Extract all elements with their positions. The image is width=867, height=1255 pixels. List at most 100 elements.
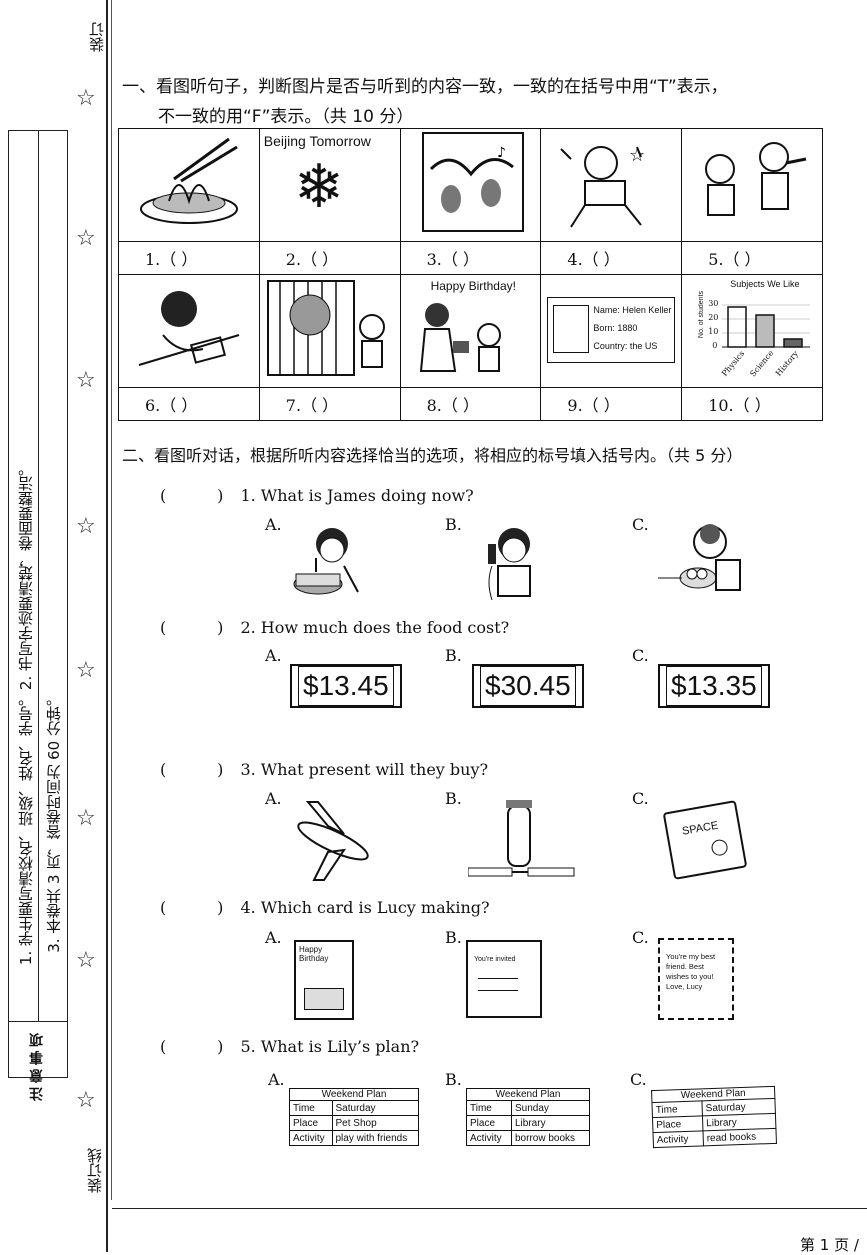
star-icon: ☆ — [76, 658, 96, 683]
picture-two-kids-music — [681, 128, 823, 242]
section1-title-line1: 一、看图听句子，判断图片是否与听到的内容一致，一致的在括号中用“T”表示， — [122, 77, 728, 97]
answer-paren[interactable]: ( ) — [160, 486, 224, 505]
note-2: 2. 书写字迹要清楚，卷面要整洁。 — [17, 461, 35, 691]
option-c-label: C. — [632, 515, 649, 534]
binding-bottom-label: 装订线 — [86, 1148, 104, 1193]
option-a-label: A. — [265, 789, 282, 808]
picture8-caption: Happy Birthday! — [430, 279, 516, 293]
image-space-book: SPACE — [662, 800, 748, 880]
chart-category: Physics — [720, 348, 747, 379]
price-option-b: $30.45 — [472, 664, 584, 708]
plan-value: Saturday — [331, 1100, 419, 1116]
page-number: 第 1 页 / — [800, 1236, 859, 1254]
plan-label: Time — [466, 1100, 512, 1116]
chart-tick: 30 — [708, 299, 719, 308]
picture-bar-chart: Subjects We Like No. of students 30 20 1… — [681, 274, 823, 388]
answer-blank-10[interactable]: 10.（ ） — [681, 387, 823, 421]
plan-value: read books — [702, 1128, 777, 1146]
chart-ylabel: No. of students — [698, 291, 706, 339]
chart-tick: 0 — [712, 341, 718, 350]
star-icon: ☆ — [76, 948, 96, 973]
answer-blank-1[interactable]: 1.（ ） — [118, 241, 260, 275]
answer-paren[interactable]: ( ) — [160, 760, 224, 779]
answer-blank-3[interactable]: 3.（ ） — [399, 241, 542, 275]
chart-category: History — [774, 349, 801, 378]
answer-blank-5[interactable]: 5.（ ） — [681, 241, 823, 275]
option-b-label: B. — [445, 1070, 462, 1089]
card-invitation: You're invited — [466, 940, 542, 1018]
answer-paren[interactable]: ( ) — [160, 898, 224, 917]
option-b-label: B. — [445, 928, 462, 947]
picture-noodles — [118, 128, 260, 242]
question-5: ( ) 5. What is Lily’s plan? — [160, 1037, 419, 1056]
star-icon: ☆ — [76, 86, 96, 111]
option-a-label: A. — [265, 515, 282, 534]
question-text: 4. Which card is Lucy making? — [240, 898, 490, 917]
picture2-caption: Beijing Tomorrow — [263, 133, 371, 149]
star-icon: ☆ — [76, 806, 96, 831]
plan-label: Place — [289, 1115, 333, 1131]
question-3: ( ) 3. What present will they buy? — [160, 760, 488, 779]
binding-top-label: 装订 — [88, 22, 106, 52]
answer-blank-4[interactable]: 4.（ ） — [540, 241, 683, 275]
option-a-label: A. — [265, 928, 282, 947]
plan-label: Activity — [653, 1130, 704, 1148]
plan-value: Library — [511, 1115, 590, 1131]
chart-title: Subjects We Like — [730, 279, 800, 289]
option-c-label: C. — [632, 789, 649, 808]
plan-label: Time — [651, 1100, 703, 1118]
image-space-station — [468, 800, 575, 877]
chart-tick: 10 — [708, 327, 719, 336]
answer-blank-9[interactable]: 9.（ ） — [540, 387, 683, 421]
snowflake-icon: ❄ — [293, 152, 345, 222]
image-boy-phone — [488, 528, 531, 601]
card-c-text: You're my best friend. Best wishes to yo… — [666, 952, 716, 991]
plan-label: Activity — [289, 1130, 333, 1146]
svg-text:♪: ♪ — [497, 145, 506, 161]
answer-blank-6[interactable]: 6.（ ） — [118, 387, 260, 421]
picture-boy-writing — [118, 274, 260, 388]
option-c-label: C. — [632, 646, 649, 665]
question-text: 2. How much does the food cost? — [240, 618, 510, 637]
option-b-label: B. — [445, 515, 462, 534]
star-icon: ☆ — [76, 226, 96, 251]
option-b-label: B. — [445, 646, 462, 665]
plan-value: Pet Shop — [331, 1115, 419, 1131]
plan-header: Weekend Plan — [466, 1088, 590, 1100]
answer-blank-8[interactable]: 8.（ ） — [399, 387, 542, 421]
image-toy-plane — [297, 801, 369, 881]
price-a-value: $13.45 — [298, 666, 394, 706]
notes-title: 注意事项 — [29, 1029, 45, 1101]
answer-blank-7[interactable]: 7.（ ） — [258, 387, 401, 421]
plan-label: Place — [466, 1115, 512, 1131]
plan-value: borrow books — [511, 1130, 590, 1146]
answer-blank-2[interactable]: 2.（ ） — [258, 241, 401, 275]
picture-snow-weather: Beijing Tomorrow ❄ — [258, 128, 401, 242]
binding-line — [106, 0, 108, 1252]
answer-paren[interactable]: ( ) — [160, 1037, 224, 1056]
note-3: 3. 本卷共 3 页，答卷时间为 60 分钟。 — [45, 691, 63, 953]
picture-boy-playing: ☆ — [540, 128, 683, 242]
price-b-value: $30.45 — [480, 666, 576, 706]
question-text: 1. What is James doing now? — [240, 486, 474, 505]
question-2: ( ) 2. How much does the food cost? — [160, 618, 509, 637]
card-b-text: You're invited — [474, 956, 516, 963]
plan-header: Weekend Plan — [289, 1088, 419, 1100]
option-c-label: C. — [632, 928, 649, 947]
plan-label: Activity — [466, 1130, 512, 1146]
answer-paren[interactable]: ( ) — [160, 618, 224, 637]
binding-line-inner — [111, 0, 112, 1200]
book-title: SPACE — [681, 819, 720, 838]
picture-birthday-gift: Happy Birthday! — [399, 274, 542, 388]
price-option-c: $13.35 — [658, 664, 770, 708]
picture-grid: Beijing Tomorrow ❄ ♪ ☆ — [118, 128, 823, 421]
planet-icon — [710, 838, 729, 857]
question-4: ( ) 4. Which card is Lucy making? — [160, 898, 490, 917]
card-country: Country: the US — [593, 341, 658, 351]
card-name: Name: Helen Keller — [593, 305, 672, 315]
option-a-label: A. — [268, 1070, 285, 1089]
option-c-label: C. — [630, 1070, 647, 1089]
